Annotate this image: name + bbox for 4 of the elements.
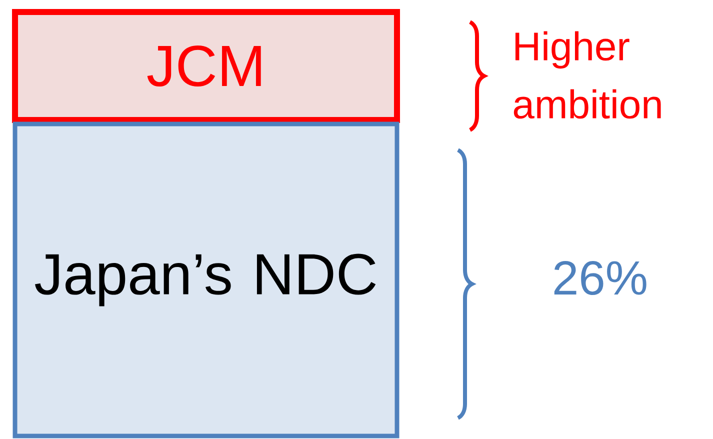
brace-label: 26% [554, 261, 646, 295]
text-box: Japan’s NDC [12, 122, 400, 438]
text-box: JCM [12, 9, 400, 123]
brace-label: Higher ambition [514, 31, 661, 119]
